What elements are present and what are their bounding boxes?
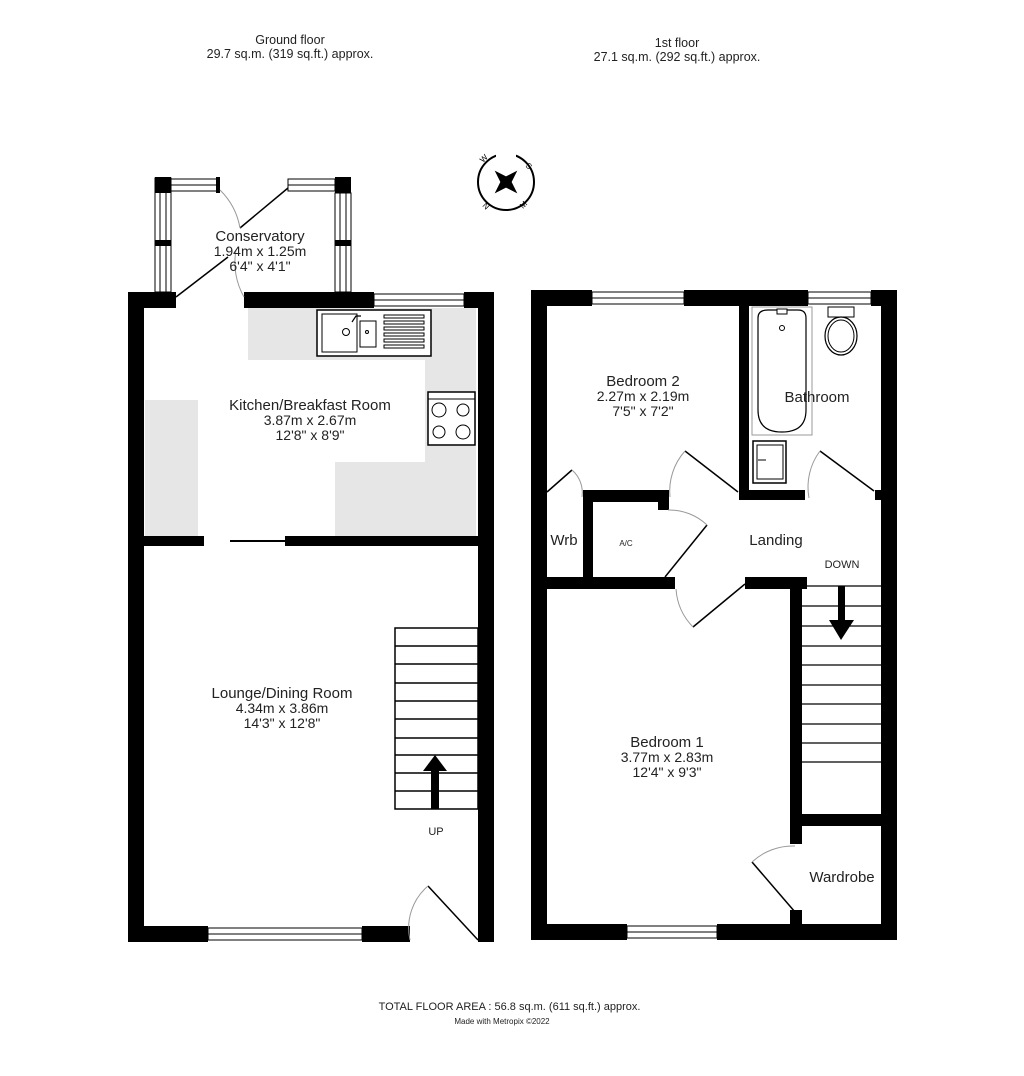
ground-floor-header: Ground floor 29.7 sq.m. (319 sq.ft.) app…: [190, 33, 390, 61]
stairs-up-label: UP: [428, 826, 444, 838]
svg-text:S: S: [524, 161, 534, 171]
first-floor-header: 1st floor 27.1 sq.m. (292 sq.ft.) approx…: [572, 36, 782, 64]
total-floor-area: TOTAL FLOOR AREA : 56.8 sq.m. (611 sq.ft…: [378, 1001, 641, 1013]
room-metric: 1.94m x 1.25m: [213, 243, 307, 259]
room-label-kitchen: Kitchen/Breakfast Room 3.87m x 2.67m 12'…: [229, 398, 391, 443]
svg-text:M: M: [518, 199, 529, 210]
room-imperial: 6'4" x 4'1": [229, 258, 291, 274]
room-name: Bedroom 2: [606, 373, 680, 390]
first-floor-area: 27.1 sq.m. (292 sq.ft.) approx.: [593, 50, 761, 64]
stairs-up-icon: [394, 627, 479, 810]
room-imperial: 12'4" x 9'3": [632, 764, 702, 780]
toilet-icon: [824, 306, 858, 356]
room-name: Conservatory: [215, 228, 305, 245]
room-label-wardrobe: Wardrobe: [809, 870, 874, 885]
ground-floor-area: 29.7 sq.m. (319 sq.ft.) approx.: [206, 47, 374, 61]
room-name: Kitchen/Breakfast Room: [229, 397, 391, 414]
room-label-bedroom2: Bedroom 2 2.27m x 2.19m 7'5" x 7'2": [597, 374, 690, 419]
room-imperial: 12'8" x 8'9": [275, 427, 345, 443]
room-name: Bedroom 1: [630, 734, 704, 751]
basin-icon: [752, 440, 787, 484]
room-name: A/C: [619, 539, 633, 548]
room-label-wrb: Wrb: [550, 533, 577, 548]
room-name: Wrb: [550, 532, 578, 549]
room-name: Lounge/Dining Room: [211, 685, 353, 702]
room-name: Landing: [749, 532, 803, 549]
footer: TOTAL FLOOR AREA : 56.8 sq.m. (611 sq.ft…: [0, 1001, 1024, 1026]
room-label-conservatory: Conservatory 1.94m x 1.25m 6'4" x 4'1": [214, 229, 307, 274]
room-label-bedroom1: Bedroom 1 3.77m x 2.83m 12'4" x 9'3": [621, 735, 714, 780]
stairs-down-label: DOWN: [824, 559, 860, 571]
ground-floor-title: Ground floor: [255, 33, 325, 47]
made-with-credit: Made with Metropix ©2022: [454, 1017, 550, 1026]
first-floor-plan: [531, 290, 897, 940]
hob-icon: [427, 391, 476, 446]
ground-floor-plan: [128, 177, 494, 942]
room-imperial: 7'5" x 7'2": [612, 403, 674, 419]
room-imperial: 14'3" x 12'8": [243, 715, 321, 731]
room-label-landing: Landing: [749, 533, 802, 548]
room-metric: 2.27m x 2.19m: [596, 388, 690, 404]
compass-icon: W S N M: [477, 150, 535, 212]
bath-icon: [751, 306, 813, 436]
kitchen-sink-icon: [316, 309, 432, 357]
stairs-down-icon: [802, 585, 881, 763]
room-name: Wardrobe: [809, 869, 875, 886]
room-metric: 3.77m x 2.83m: [620, 749, 714, 765]
conservatory-frame: [154, 177, 352, 298]
svg-text:N: N: [481, 201, 492, 212]
room-label-bathroom: Bathroom: [784, 390, 849, 405]
first-floor-title: 1st floor: [654, 36, 700, 50]
svg-text:W: W: [478, 152, 490, 164]
room-metric: 4.34m x 3.86m: [235, 700, 329, 716]
room-label-lounge: Lounge/Dining Room 4.34m x 3.86m 14'3" x…: [212, 686, 353, 731]
room-metric: 3.87m x 2.67m: [263, 412, 357, 428]
room-name: Bathroom: [784, 389, 850, 406]
room-label-ac: A/C: [619, 536, 632, 551]
